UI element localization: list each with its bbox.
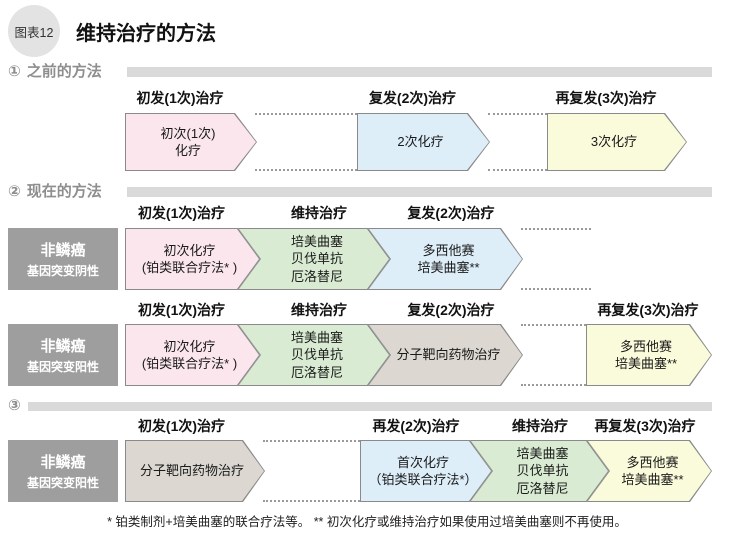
dotted-track	[255, 113, 357, 171]
patient-type-line2: 基因突变阳性	[26, 476, 99, 490]
arrow-text-line: 多西他赛	[422, 242, 475, 258]
arrow-text-line: 培美曲塞	[516, 446, 569, 462]
flow-arrow-maintenance: 培美曲塞贝伐单抗厄洛替尼	[470, 440, 609, 502]
patient-type-label: 非鳞癌 基因突变阴性	[8, 228, 118, 290]
flow-arrow-first-chemo: 初次化疗 (铂类联合疗法* )	[125, 228, 260, 290]
stage-label: 初发(1次)治疗	[136, 90, 224, 106]
patient-type-line1: 非鳞癌	[40, 454, 86, 471]
figure-badge: 图表12	[8, 5, 60, 57]
stage-label: 维持治疗	[291, 302, 347, 318]
section-1-bar	[127, 67, 712, 77]
arrow-fill	[126, 325, 259, 385]
arrow-text-line: （铂类联合疗法*）	[368, 472, 478, 487]
section-3-number: ③	[8, 397, 21, 414]
arrow-text-line: 首次化疗	[396, 454, 449, 470]
flow-arrow-maintenance: 培美曲塞贝伐单抗厄洛替尼	[238, 228, 390, 290]
arrow-text-line: (铂类联合疗法* )	[141, 260, 238, 275]
flow-arrow-relapse-chemo: 多西他赛培美曲塞**	[368, 228, 523, 290]
arrow-text-line: 分子靶向药物治疗	[396, 347, 501, 363]
flow-arrow-first-chemo: 首次化疗 （铂类联合疗法*）	[360, 440, 492, 502]
patient-type-line2: 基因突变阳性	[26, 360, 99, 374]
arrow-text-line: 多西他赛	[626, 454, 679, 470]
stage-label: 初发(1次)治疗	[137, 302, 226, 318]
arrow-text-line: 贝伐单抗	[290, 347, 343, 363]
stage-label: 再复发(3次)治疗	[597, 302, 699, 318]
arrow-text-line: 贝伐单抗	[290, 251, 343, 267]
arrow-text-line: 厄洛替尼	[516, 480, 569, 496]
patient-type-line2: 基因突变阴性	[26, 264, 99, 278]
dotted-track	[521, 324, 586, 386]
patient-type-line1: 非鳞癌	[40, 242, 86, 259]
arrow-text-line: 培美曲塞**	[621, 472, 684, 487]
stage-label: 复发(2次)治疗	[368, 90, 457, 106]
arrow-text-line: 初次化疗	[163, 338, 216, 354]
stage-label: 复发(2次)治疗	[407, 302, 495, 318]
stage-label: 复发(2次)治疗	[407, 205, 495, 221]
stage-label: 维持治疗	[512, 418, 568, 434]
arrow-fill	[358, 114, 489, 170]
arrow-fill	[369, 325, 522, 385]
stage-label: 再发(2次)治疗	[372, 418, 460, 434]
stage-label: 初发(1次)治疗	[137, 205, 226, 221]
dotted-track	[263, 440, 360, 502]
arrow-text-line: 培美曲塞**	[417, 260, 480, 275]
arrow-fill	[361, 441, 491, 501]
arrow-text-line: 分子靶向药物治疗	[139, 463, 244, 479]
stage-label: 再复发(3次)治疗	[594, 418, 696, 434]
section-3-header: ③	[8, 396, 27, 414]
arrow-text-line: 2次化疗	[397, 134, 444, 150]
patient-type-label: 非鳞癌 基因突变阳性	[8, 440, 118, 502]
arrow-fill	[239, 229, 389, 289]
flow-arrow-third-chemo: 3次化疗	[547, 113, 687, 171]
arrow-fill	[126, 441, 264, 501]
arrow-text-line: 厄洛替尼	[290, 364, 343, 380]
patient-type-line1: 非鳞癌	[40, 338, 86, 355]
flow-arrow-targeted-therapy: 分子靶向药物治疗	[368, 324, 523, 386]
flow-arrow-maintenance: 培美曲塞贝伐单抗厄洛替尼	[238, 324, 390, 386]
arrow-fill	[239, 325, 389, 385]
flow-arrow-first-chemo: 初次(1次) 化疗	[125, 113, 257, 171]
flow-arrow-first-chemo: 初次化疗 (铂类联合疗法* )	[125, 324, 260, 386]
arrow-text-line: (铂类联合疗法* )	[141, 356, 238, 371]
section-2-number: ②	[8, 183, 21, 200]
section-2-bar	[127, 187, 712, 197]
flow-arrow-third-line: 多西他赛培美曲塞**	[586, 324, 712, 386]
arrow-text-line: 厄洛替尼	[290, 268, 343, 284]
section-2-label: 现在的方法	[26, 183, 102, 200]
footnote: * 铂类制剂+培美曲塞的联合疗法等。 ** 初次化疗或维持治疗如果使用过培美曲塞…	[107, 515, 627, 529]
arrow-fill	[126, 229, 259, 289]
arrow-fill	[471, 441, 608, 501]
section-1-number: ①	[8, 63, 21, 80]
arrow-fill	[369, 229, 522, 289]
arrow-fill	[587, 325, 711, 385]
arrow-text-line: 多西他赛	[619, 338, 672, 354]
patient-type-label: 非鳞癌 基因突变阳性	[8, 324, 118, 386]
arrow-text-line: 贝伐单抗	[516, 463, 569, 479]
stage-label: 再复发(3次)治疗	[555, 90, 657, 106]
flow-arrow-targeted-therapy: 分子靶向药物治疗	[125, 440, 265, 502]
stage-label: 维持治疗	[291, 205, 347, 221]
arrow-text-line: 培美曲塞	[290, 234, 343, 250]
arrow-text-line: 初次化疗	[163, 242, 216, 258]
arrow-fill	[126, 114, 256, 170]
arrow-text-line: 化疗	[174, 143, 201, 158]
arrow-text-line: 培美曲塞	[290, 330, 343, 346]
dotted-track	[488, 113, 547, 171]
section-1-label: 之前的方法	[26, 63, 102, 80]
arrow-text-line: 3次化疗	[590, 134, 638, 150]
arrow-fill	[548, 114, 686, 170]
stage-label: 初发(1次)治疗	[137, 418, 226, 434]
flow-arrow-third-line: 多西他赛培美曲塞**	[587, 440, 712, 502]
dotted-track	[521, 228, 591, 290]
arrow-text-line: 培美曲塞**	[614, 356, 678, 371]
section-1-header: ① 之前的方法	[8, 60, 102, 81]
flow-arrow-second-chemo: 2次化疗	[357, 113, 490, 171]
section-2-header: ② 现在的方法	[8, 180, 102, 201]
arrow-text-line: 初次(1次)	[160, 125, 216, 141]
figure-title: 维持治疗的方法	[76, 23, 216, 45]
section-3-bar	[28, 402, 712, 411]
